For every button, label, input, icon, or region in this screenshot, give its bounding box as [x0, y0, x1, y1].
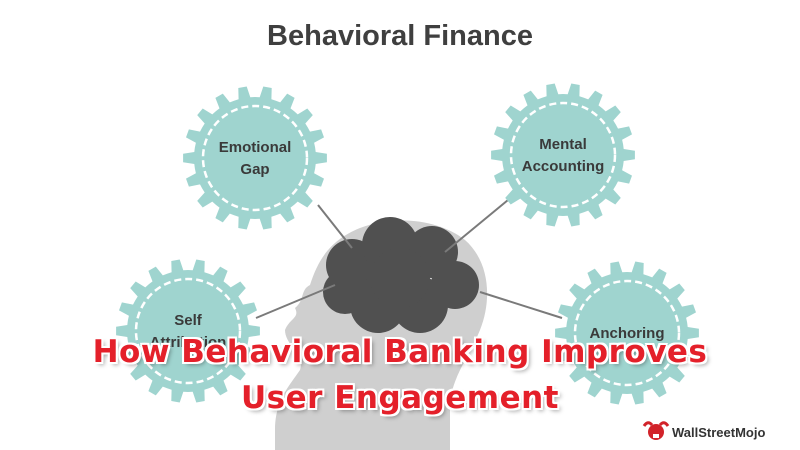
gear-dashed-ring: [509, 101, 617, 209]
gear-anchoring: Anchoring: [555, 261, 699, 405]
connector-mental-accounting: [444, 199, 509, 253]
watermark: WallStreetMojo: [642, 421, 765, 440]
connector-emotional-gap: [317, 204, 353, 249]
gear-icon: [491, 83, 635, 227]
gear-label: Anchoring: [590, 325, 665, 342]
watermark-text: WallStreetMojo: [672, 425, 765, 440]
overlay-title-line-1: How Behavioral Banking Improves: [92, 334, 708, 370]
gear-label: Emotional: [219, 139, 292, 156]
gear-label: Gap: [240, 161, 269, 178]
gear-label: Accounting: [522, 158, 605, 175]
bull-logo-icon: [642, 421, 670, 440]
gear-dashed-ring: [201, 104, 309, 212]
connector-anchoring: [479, 291, 563, 319]
brain-icon: [323, 217, 479, 333]
gear-icon: [116, 259, 260, 403]
gear-label: Attribution: [150, 334, 227, 351]
gear-label: Mental: [539, 136, 587, 153]
gear-icon: [555, 261, 699, 405]
connector-self-attribution: [255, 284, 336, 319]
overlay-title-line-2: User Engagement: [240, 380, 559, 416]
gear-icon: [183, 86, 327, 230]
diagram-title: Behavioral Finance: [267, 20, 533, 52]
connector-lines: [255, 199, 563, 319]
gear-label: Self: [174, 312, 203, 329]
gear-dashed-ring: [134, 277, 242, 385]
gear-dashed-ring: [573, 279, 681, 387]
